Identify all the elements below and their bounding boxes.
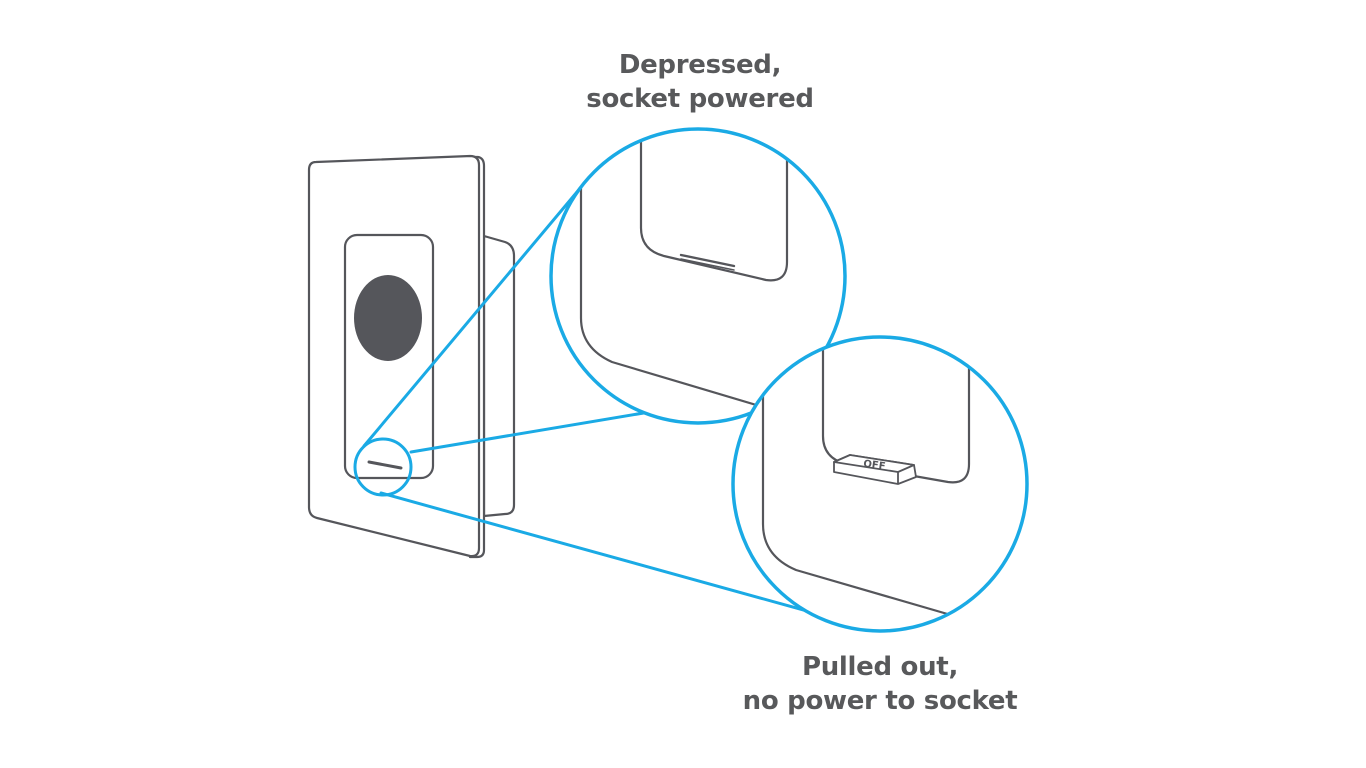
zoom-plate-outline bbox=[579, 148, 802, 420]
zoom-tab-flush bbox=[679, 253, 736, 268]
wall-switch bbox=[307, 154, 516, 559]
label-depressed-line1: Depressed, bbox=[618, 50, 782, 80]
zoom-pulled-out: OFF bbox=[731, 335, 1029, 633]
back-box bbox=[482, 234, 516, 518]
connector-line-3 bbox=[379, 491, 820, 616]
connector-line-1 bbox=[362, 184, 584, 448]
zoom2-plate-outline bbox=[761, 358, 977, 624]
power-button[interactable] bbox=[354, 275, 422, 361]
label-depressed-line2: socket powered bbox=[586, 84, 814, 114]
off-tab-text: OFF bbox=[863, 459, 886, 473]
zoom-frame-outline bbox=[639, 129, 789, 282]
label-pulled-out: Pulled out, no power to socket bbox=[720, 650, 1040, 718]
magnifier-source-circle bbox=[353, 437, 413, 497]
zoom-depressed bbox=[549, 127, 847, 425]
label-pulled-out-line2: no power to socket bbox=[742, 686, 1018, 716]
off-tab: OFF bbox=[833, 454, 917, 485]
label-depressed: Depressed, socket powered bbox=[540, 48, 860, 116]
label-pulled-out-line1: Pulled out, bbox=[801, 652, 959, 682]
switch-tab bbox=[367, 460, 403, 470]
